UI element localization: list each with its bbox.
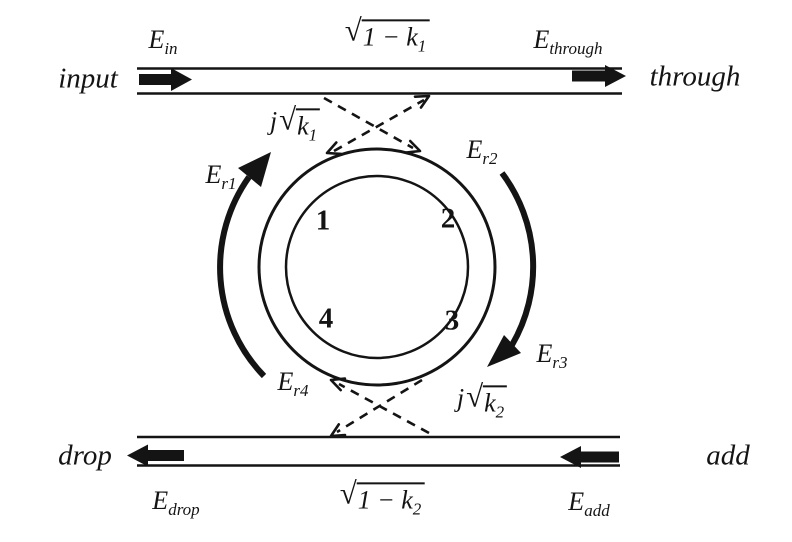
input-port-label: input <box>58 62 118 95</box>
e-r2-label: Er2 <box>466 135 498 169</box>
bottom-coupling-add-to-ring-line <box>338 382 430 435</box>
arrowhead-onto-ring-top-left <box>325 141 343 156</box>
coupling-arrowheads <box>325 94 431 438</box>
top-waveguide <box>137 67 622 95</box>
e-add-label: Eadd <box>568 487 610 521</box>
ring-circulation-arc-left <box>217 175 267 379</box>
port-arrows <box>127 65 626 468</box>
arrowhead-to-through-waveguide <box>413 94 431 109</box>
bottom-waveguide <box>137 435 620 467</box>
top-coupling-cross <box>323 96 425 153</box>
e-r1-label: Er1 <box>205 160 237 194</box>
ring-inner-circle <box>284 174 470 360</box>
radical-sign: √ <box>344 12 362 48</box>
e-r3-label: Er3 <box>536 339 568 373</box>
ring-position-2: 2 <box>440 202 456 235</box>
bottom-coupling-ring-to-drop-line <box>336 378 423 434</box>
drop-port-label: drop <box>58 439 112 472</box>
e-drop-label: Edrop <box>152 486 200 520</box>
e-r4-label: Er4 <box>277 367 309 401</box>
top-coupling-input-to-ring-line <box>323 96 414 150</box>
input-arrow <box>139 68 192 91</box>
coupling-coefficient-bottom-bar: √1 − k2 <box>338 475 425 518</box>
ring-circulation-arrowhead-er1 <box>238 152 271 187</box>
coupling-coefficient-top-bar: √1 − k1 <box>343 12 430 55</box>
ring-circulation-arc-right <box>499 171 537 347</box>
radical-sign: √ <box>339 475 357 511</box>
through-arrow <box>572 65 626 87</box>
add-port-label: add <box>706 439 750 472</box>
coupling-coefficient-bottom-cross: j√k2 <box>457 378 508 421</box>
through-port-label: through <box>649 60 741 93</box>
arrowhead-into-ring-top-right <box>404 139 422 154</box>
e-through-label: Ethrough <box>533 25 603 59</box>
arrowhead-into-ring-bottom-left <box>329 377 347 392</box>
ring-position-3: 3 <box>444 304 460 337</box>
bottom-coupling-cross <box>336 378 430 435</box>
arrowhead-to-drop-waveguide <box>329 423 347 438</box>
drop-arrow <box>127 444 184 467</box>
add-arrow <box>560 446 619 468</box>
e-in-label: Ein <box>148 25 178 59</box>
coupling-coefficient-top-cross: j√k1 <box>270 101 321 144</box>
ring-position-4: 4 <box>318 302 334 335</box>
radical-sign: √ <box>466 378 484 414</box>
ring-circulation-arrowhead-er3 <box>487 335 521 367</box>
ring-outer-circle <box>257 147 497 387</box>
top-coupling-ring-to-through-line <box>333 98 425 153</box>
ring-position-1: 1 <box>315 204 331 237</box>
radical-sign: √ <box>279 101 297 137</box>
